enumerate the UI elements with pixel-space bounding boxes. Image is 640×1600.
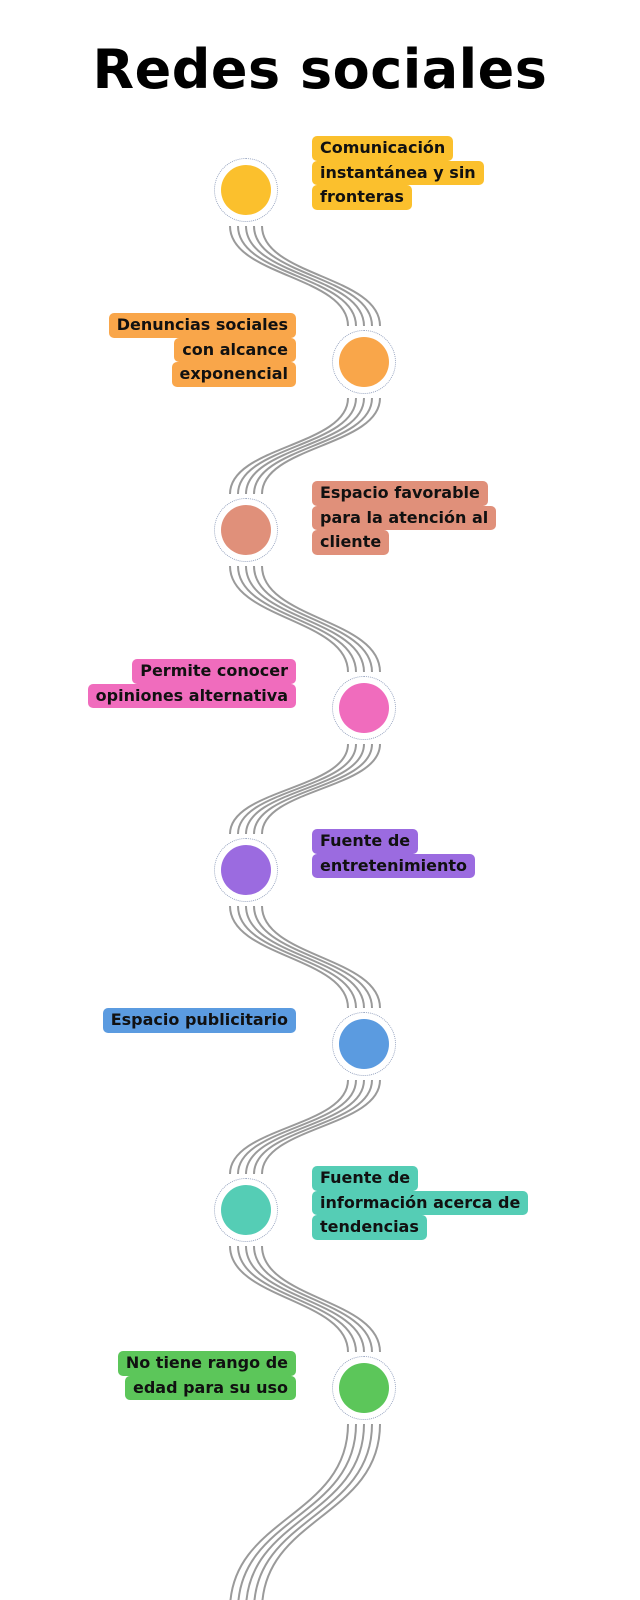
label-line: Comunicación	[312, 136, 454, 161]
path-line-segment-3-4	[261, 743, 381, 835]
node-ring	[332, 1012, 396, 1076]
timeline-node-8	[339, 1363, 389, 1413]
path-line-segment-6-1	[237, 1245, 357, 1353]
node-ring	[332, 1356, 396, 1420]
node-ring	[332, 676, 396, 740]
label-line: Fuente de	[312, 829, 419, 854]
label-line: opiniones alternativa	[87, 683, 296, 708]
timeline-label-6: Espacio publicitario	[102, 1008, 296, 1033]
label-line: fronteras	[312, 185, 412, 210]
label-line: información acerca de	[312, 1190, 529, 1215]
path-line-segment-5-0	[229, 1079, 349, 1175]
path-line-segment-4-1	[237, 905, 357, 1009]
path-line-segment-6-2	[245, 1245, 365, 1353]
path-line-segment-2-2	[245, 565, 365, 673]
path-line-segment-6-3	[253, 1245, 373, 1353]
path-line-segment-tail-2	[245, 1423, 365, 1600]
path-line-segment-0-4	[261, 225, 381, 327]
path-line-segment-2-3	[253, 565, 373, 673]
node-ring	[332, 330, 396, 394]
path-line-segment-0-0	[229, 225, 349, 327]
label-line: Permite conocer	[132, 659, 296, 684]
label-line: Fuente de	[312, 1166, 419, 1191]
timeline-node-6	[339, 1019, 389, 1069]
path-line-segment-tail-4	[261, 1423, 381, 1600]
node-ring	[214, 158, 278, 222]
label-line: Espacio publicitario	[102, 1008, 296, 1033]
path-line-segment-4-0	[229, 905, 349, 1009]
label-line: cliente	[312, 530, 390, 555]
path-line-segment-3-2	[245, 743, 365, 835]
path-line-segment-5-2	[245, 1079, 365, 1175]
label-line: tendencias	[312, 1215, 427, 1240]
path-line-segment-6-4	[261, 1245, 381, 1353]
path-line-segment-1-1	[237, 397, 357, 495]
label-line: con alcance	[174, 337, 296, 362]
label-line: para la atención al	[312, 505, 497, 530]
node-ring	[214, 838, 278, 902]
timeline-node-3	[221, 505, 271, 555]
path-line-segment-1-4	[261, 397, 381, 495]
label-line: entretenimiento	[312, 853, 476, 878]
path-line-segment-2-1	[237, 565, 357, 673]
path-line-segment-1-2	[245, 397, 365, 495]
path-line-segment-5-4	[261, 1079, 381, 1175]
label-line: edad para su uso	[124, 1375, 296, 1400]
path-line-segment-4-4	[261, 905, 381, 1009]
node-ring	[214, 1178, 278, 1242]
path-line-segment-5-3	[253, 1079, 373, 1175]
path-line-segment-3-1	[237, 743, 357, 835]
path-line-segment-2-0	[229, 565, 349, 673]
path-line-segment-5-1	[237, 1079, 357, 1175]
path-line-segment-tail-3	[253, 1423, 373, 1600]
timeline-node-7	[221, 1185, 271, 1235]
label-line: Espacio favorable	[312, 481, 488, 506]
path-line-segment-1-3	[253, 397, 373, 495]
path-line-segment-3-3	[253, 743, 373, 835]
label-line: exponencial	[171, 362, 296, 387]
timeline-node-1	[221, 165, 271, 215]
timeline-node-4	[339, 683, 389, 733]
path-line-segment-1-0	[229, 397, 349, 495]
path-line-segment-tail-1	[237, 1423, 357, 1600]
path-line-segment-6-0	[229, 1245, 349, 1353]
node-ring	[214, 498, 278, 562]
timeline-node-2	[339, 337, 389, 387]
label-line: instantánea y sin	[312, 160, 484, 185]
label-line: Denuncias sociales	[108, 313, 296, 338]
path-line-segment-0-2	[245, 225, 365, 327]
path-line-segment-tail-0	[229, 1423, 349, 1600]
path-line-segment-0-3	[253, 225, 373, 327]
label-line: No tiene rango de	[117, 1351, 296, 1376]
path-line-segment-4-3	[253, 905, 373, 1009]
path-line-segment-0-1	[237, 225, 357, 327]
page-title: Redes sociales	[92, 38, 548, 101]
timeline-node-5	[221, 845, 271, 895]
path-line-segment-4-2	[245, 905, 365, 1009]
path-line-segment-2-4	[261, 565, 381, 673]
path-line-segment-3-0	[229, 743, 349, 835]
